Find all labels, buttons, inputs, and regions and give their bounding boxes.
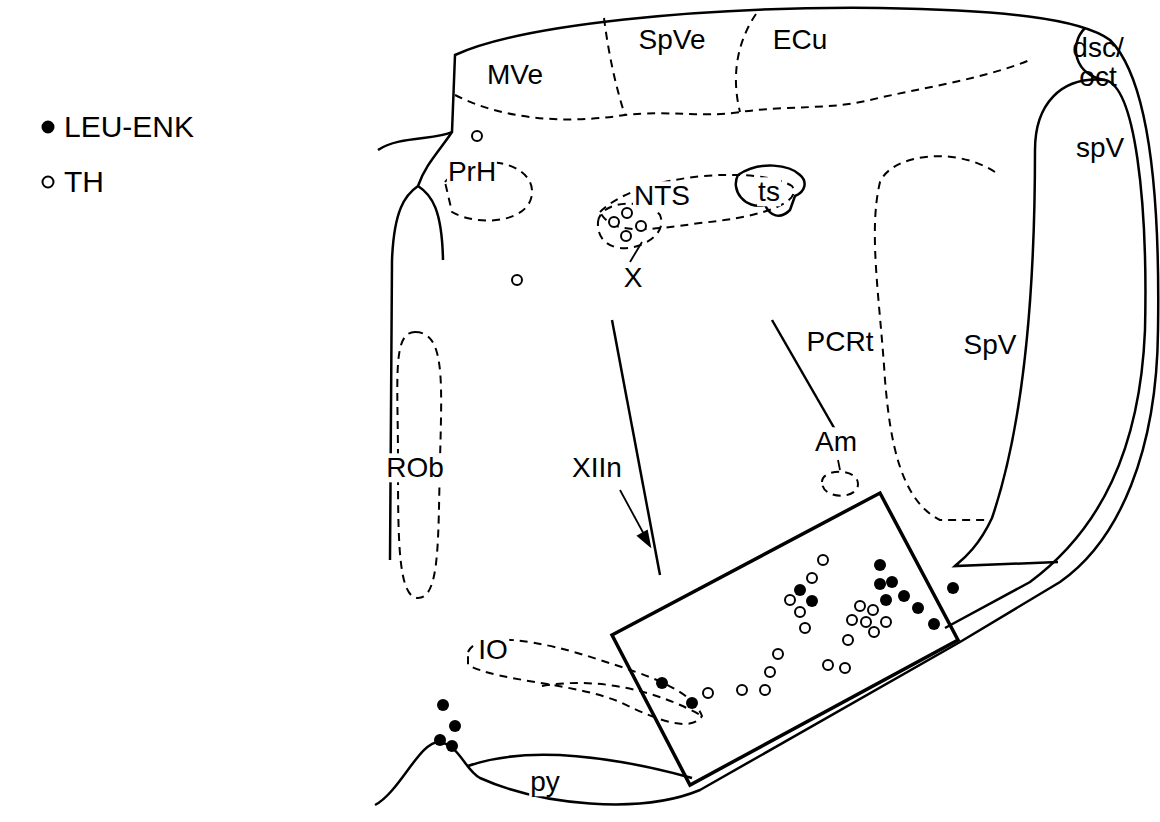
th-cell bbox=[765, 667, 775, 677]
ventricle-floor bbox=[390, 132, 452, 560]
region-label: ECu bbox=[772, 25, 828, 54]
th-cell bbox=[843, 635, 853, 645]
region-label: ts bbox=[757, 177, 781, 206]
filled-dot-sample bbox=[43, 122, 54, 133]
leu-enk-cell bbox=[947, 582, 959, 594]
mve-spve-border bbox=[604, 18, 625, 115]
th-cell bbox=[868, 605, 878, 615]
region-label: py bbox=[529, 767, 561, 796]
th-cell bbox=[472, 131, 482, 141]
leu-enk-cell bbox=[794, 584, 806, 596]
th-cell bbox=[609, 217, 619, 227]
leu-enk-cell bbox=[886, 576, 898, 588]
leader-lines bbox=[620, 242, 840, 546]
io-lamella bbox=[542, 683, 702, 716]
region-label: X bbox=[623, 263, 644, 292]
leu-enk-cell bbox=[434, 734, 446, 746]
leu-enk-cell bbox=[928, 618, 940, 630]
leu-enk-cell bbox=[449, 720, 461, 732]
region-label: ROb bbox=[385, 453, 445, 482]
leu-enk-cell bbox=[446, 740, 458, 752]
th-cell bbox=[861, 617, 871, 627]
th-cell bbox=[807, 573, 817, 583]
th-cell bbox=[636, 221, 646, 231]
leu-enk-cell bbox=[437, 699, 449, 711]
dsc-oct-border bbox=[945, 28, 1145, 628]
leu-enk-cell bbox=[880, 594, 892, 606]
th-cell bbox=[760, 685, 770, 695]
th-cell bbox=[512, 275, 522, 285]
region-borders bbox=[397, 14, 1030, 724]
leu-enk-cell bbox=[898, 590, 910, 602]
th-circles bbox=[472, 131, 891, 698]
region-label: XIIn bbox=[571, 453, 623, 482]
legend-sample bbox=[40, 119, 56, 135]
th-cell bbox=[847, 615, 857, 625]
th-cell bbox=[795, 607, 805, 617]
py-border bbox=[468, 755, 692, 778]
th-cell bbox=[703, 688, 713, 698]
region-label: SpVe bbox=[638, 25, 707, 54]
region-label: SpV bbox=[963, 330, 1018, 359]
leu-enk-cell bbox=[686, 697, 698, 709]
th-cell bbox=[773, 649, 783, 659]
region-label: IO bbox=[477, 635, 509, 664]
leu-enk-cell bbox=[874, 578, 886, 590]
leu-enk-cell bbox=[912, 602, 924, 614]
region-label: dsc/oct bbox=[1069, 33, 1127, 92]
xiin-leader bbox=[620, 490, 646, 538]
region-label: PCRt bbox=[806, 327, 875, 356]
leu-enk-dots bbox=[434, 559, 959, 752]
legend-text: TH bbox=[64, 165, 104, 199]
am-outline bbox=[822, 472, 858, 496]
ts-outline bbox=[736, 166, 805, 216]
section-outline bbox=[375, 8, 1158, 805]
th-cell bbox=[800, 623, 810, 633]
leu-enk-cell bbox=[806, 595, 818, 607]
region-label: spV bbox=[1075, 133, 1125, 162]
xiin-arrowhead bbox=[638, 531, 650, 546]
inset-frame bbox=[612, 493, 958, 785]
xiin-line bbox=[612, 320, 660, 575]
th-cell bbox=[785, 595, 795, 605]
th-cell bbox=[840, 663, 850, 673]
th-cell bbox=[881, 617, 891, 627]
spve-ecu-border bbox=[736, 14, 756, 112]
region-label: NTS bbox=[633, 181, 691, 210]
region-label: PrH bbox=[447, 157, 497, 186]
leu-enk-cell bbox=[656, 677, 668, 689]
legend-entry: TH bbox=[40, 165, 104, 199]
open-circle-sample bbox=[43, 177, 54, 188]
th-cell bbox=[622, 208, 632, 218]
th-cell bbox=[737, 685, 747, 695]
legend-entry: LEU-ENK bbox=[40, 110, 194, 144]
leu-enk-cell bbox=[874, 559, 886, 571]
th-cell bbox=[855, 601, 865, 611]
mve-lower-border bbox=[455, 60, 1030, 119]
legend-text: LEU-ENK bbox=[64, 110, 194, 144]
th-cell bbox=[823, 660, 833, 670]
legend-sample bbox=[40, 174, 56, 190]
th-cell bbox=[869, 627, 879, 637]
am-leader bbox=[838, 460, 840, 470]
th-cell bbox=[621, 231, 631, 241]
x-leader bbox=[630, 242, 642, 262]
nts-outline bbox=[600, 175, 794, 229]
outer-contour bbox=[375, 8, 1158, 805]
region-label: Am bbox=[814, 427, 858, 456]
region-label: MVe bbox=[486, 60, 544, 89]
th-cell bbox=[818, 555, 828, 565]
